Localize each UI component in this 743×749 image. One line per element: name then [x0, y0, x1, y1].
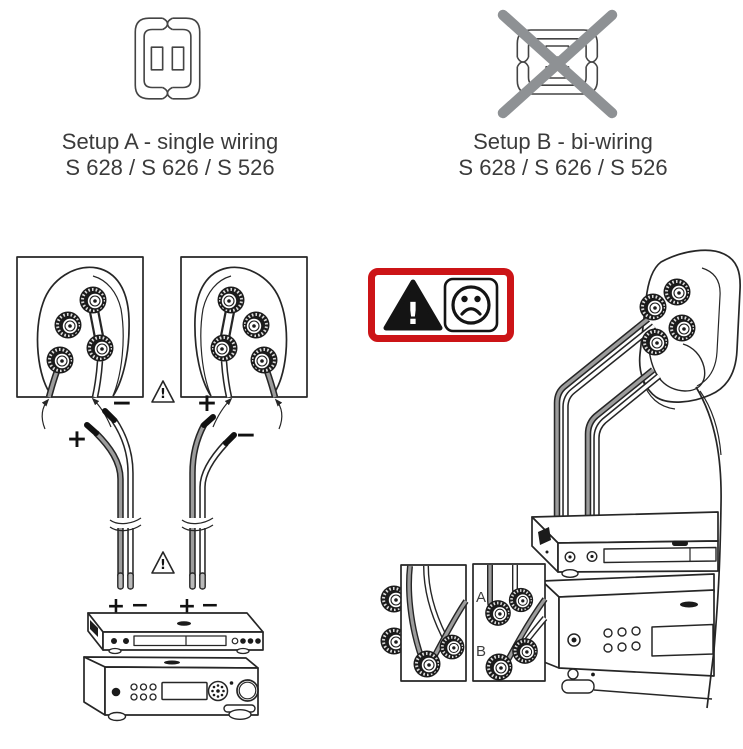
disc-tray	[133, 635, 227, 647]
amplifier	[83, 656, 259, 722]
jumper-link	[96, 309, 105, 337]
setup-b-title: Setup B - bi-wiring	[473, 129, 653, 154]
right-speaker-pos-label: +	[197, 388, 218, 417]
diagram-setup-b: A B	[379, 249, 741, 709]
cabinet-edge-curve	[699, 390, 722, 456]
cross-out-icon	[497, 9, 618, 119]
jumper-brackets-crossed-icon	[497, 9, 618, 119]
warning-exclamation: !	[406, 297, 420, 332]
cabinet-edge-curve	[695, 386, 722, 709]
left-speaker-pos-label: +	[67, 424, 88, 453]
biwire-cable-pair-2	[584, 367, 662, 518]
amp-right-neg-label: −	[201, 593, 219, 618]
left-speaker-cable	[84, 408, 134, 576]
sad-face-icon	[443, 277, 499, 333]
amp-left-neg-label: −	[131, 593, 149, 618]
left-speaker-neg-label: −	[112, 388, 133, 417]
terminal-a-label: A	[476, 589, 486, 606]
warning-exclamation: !	[160, 387, 166, 402]
terminal-b-label: B	[476, 643, 486, 660]
inset-closeup-single	[400, 564, 469, 682]
insert-arrow	[41, 398, 50, 430]
display	[161, 681, 208, 701]
amplifier	[541, 573, 715, 700]
setup-a-title: Setup A - single wiring	[61, 129, 279, 154]
setup-b-heading: Setup B - bi-wiring S 628 / S 626 / S 52…	[413, 129, 713, 181]
right-speaker-cable	[189, 414, 237, 576]
jog-dial	[207, 680, 229, 702]
binding-post	[484, 652, 514, 682]
preset-buttons	[603, 626, 641, 653]
inset-closeup-biwire: A B	[472, 563, 548, 682]
right-speaker-neg-label: −	[236, 420, 257, 449]
binding-post	[638, 292, 668, 322]
binding-post	[510, 636, 540, 666]
warning-exclamation: !	[160, 558, 166, 573]
power-button	[111, 687, 121, 697]
jumper-link	[88, 311, 97, 339]
jumper-brackets-icon	[134, 17, 201, 100]
binding-post	[53, 310, 83, 340]
biwire-cable-pair-1	[553, 316, 657, 518]
jumper-bracket-right	[166, 17, 201, 100]
volume-knob	[236, 679, 259, 702]
setup-a-models: S 628 / S 626 / S 526	[65, 155, 275, 180]
binding-post	[640, 327, 670, 357]
binding-post	[412, 649, 442, 679]
binding-post	[507, 586, 535, 614]
setup-b-models: S 628 / S 626 / S 526	[458, 155, 668, 180]
warning-triangle-icon: !	[383, 279, 443, 332]
binding-post	[438, 633, 466, 661]
disc-tray	[603, 546, 717, 564]
do-not-warning-box: !	[368, 268, 514, 342]
binding-post	[667, 313, 697, 343]
setup-a-heading: Setup A - single wiring S 628 / S 626 / …	[20, 129, 320, 181]
binding-post	[45, 345, 75, 375]
binding-post	[483, 598, 513, 628]
binding-post	[662, 277, 692, 307]
binding-post	[78, 285, 108, 315]
jumper-bracket-left	[134, 17, 169, 100]
preset-buttons	[130, 683, 157, 701]
terminal-panel-left-content	[36, 266, 130, 430]
cable-fork-pins	[117, 572, 206, 590]
cable-break-mark	[109, 517, 214, 532]
cd-player	[531, 511, 719, 579]
binding-post	[85, 333, 115, 363]
cd-player	[87, 612, 264, 655]
diagram-setup-a: − + + − ! !	[16, 256, 308, 722]
